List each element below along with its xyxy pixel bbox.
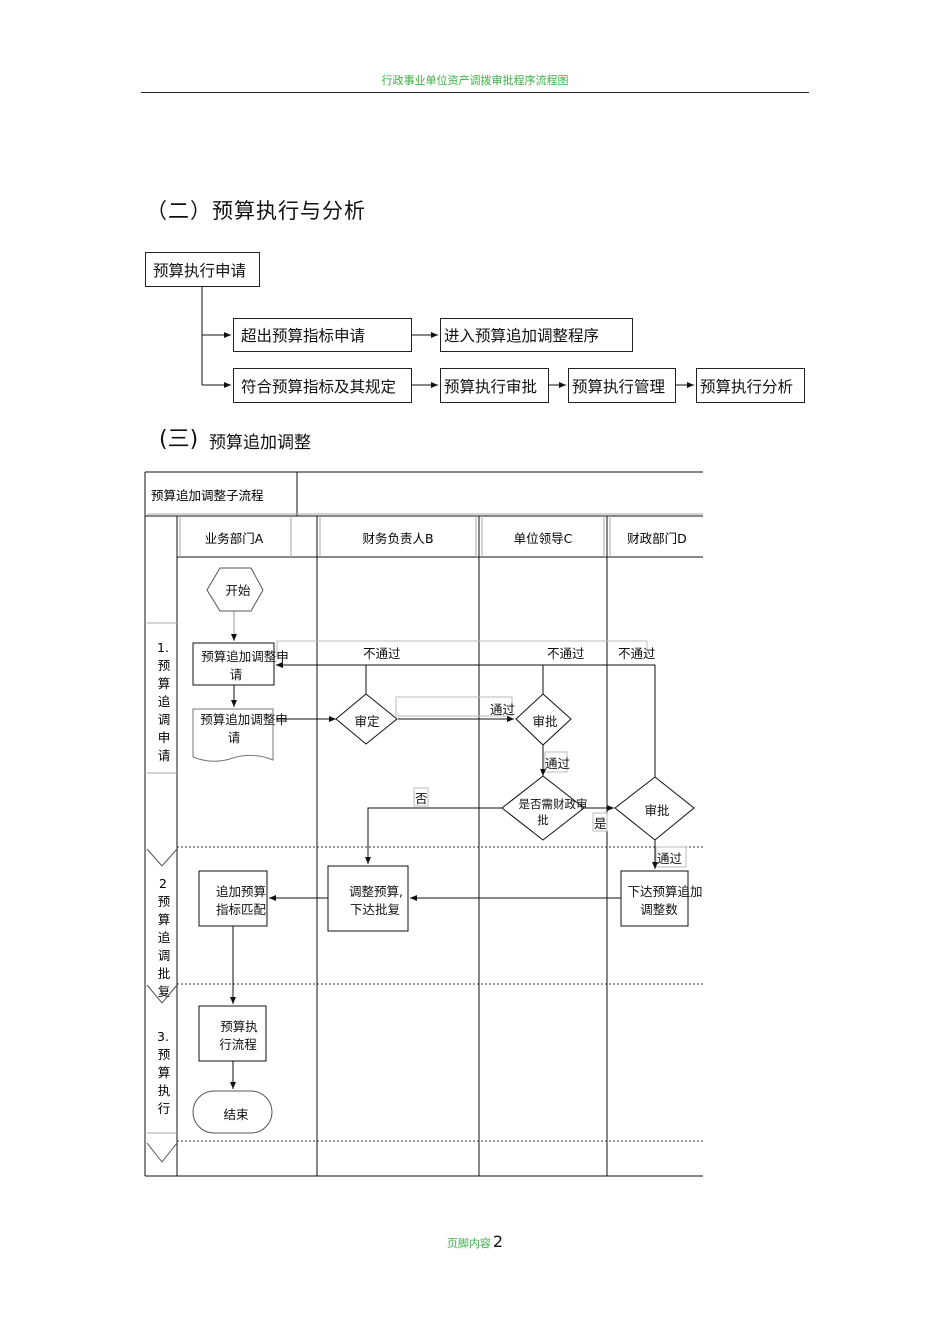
exec-label: 行流程 [219, 1037, 257, 1052]
section3-title: 预算追加调整 [209, 433, 311, 453]
lane-d-header: 财政部门D [627, 531, 687, 546]
adjust-node [327, 865, 409, 932]
phase3-char: 执 [158, 1083, 171, 1098]
phase3-char: 预 [158, 1047, 171, 1062]
phase1-char: 算 [158, 676, 171, 691]
phase2-char: 批 [158, 966, 171, 981]
exec-node [198, 1005, 267, 1062]
exec-label: 预算执 [220, 1019, 258, 1034]
review-decision [335, 693, 398, 745]
footer-text: 页脚内容 [446, 1237, 491, 1250]
start-node [206, 567, 264, 612]
end-node [192, 1090, 273, 1134]
section2-connectors [201, 287, 694, 388]
page-header: 行政事业单位资产调拨审批程序流程图 [381, 74, 569, 87]
phase2-char: 调 [158, 948, 171, 963]
box-exec-analysis: 预算执行分析 [696, 368, 805, 403]
adjust-label: 调整预算, [349, 884, 403, 899]
edge-label-no: 否 [415, 791, 428, 806]
issue-label: 下达预算追加 [627, 884, 702, 899]
apply-node [192, 642, 275, 686]
box-exec-audit: 预算执行审批 [440, 368, 549, 403]
edge-label-pass: 通过 [657, 851, 683, 866]
box-exec-manage: 预算执行管理 [568, 368, 676, 403]
phase1-char: 调 [158, 712, 171, 727]
lane-a-header: 业务部门A [205, 531, 264, 546]
need-finance-decision [501, 775, 585, 841]
phase1-char: 申 [158, 730, 171, 745]
phase3-char: 行 [158, 1101, 171, 1116]
phase1-char: 请 [158, 748, 171, 763]
edge-label-fail: 不通过 [618, 646, 656, 661]
need-label: 批 [537, 813, 549, 827]
apply-label: 预算追加调整申 [201, 649, 289, 664]
edge-label-pass: 通过 [490, 702, 516, 717]
match-label: 追加预算 [216, 884, 266, 899]
phase2-char: 追 [158, 930, 171, 945]
box-conform-budget: 符合预算指标及其规定 [233, 368, 412, 403]
apply-label: 请 [230, 667, 243, 682]
review-label: 审定 [354, 714, 379, 729]
lane-c-header: 单位领导C [514, 531, 573, 546]
need-label: 是否需财政审 [519, 797, 588, 811]
match-node [198, 870, 268, 927]
phase3-char: 算 [158, 1065, 171, 1080]
phase2-char: 2 [159, 876, 167, 891]
approve-c-decision [515, 693, 572, 746]
issue-node [620, 870, 689, 927]
match-label: 指标匹配 [216, 902, 267, 917]
phase2-char: 预 [158, 894, 171, 909]
box-over-budget-apply: 超出预算指标申请 [233, 318, 412, 352]
edge-label-pass: 通过 [545, 756, 571, 771]
section3-prefix: (三) [159, 427, 199, 452]
edge-label-fail: 不通过 [547, 646, 585, 661]
phase3-char: 3. [157, 1029, 169, 1044]
approve-c-label: 审批 [532, 714, 557, 729]
box-enter-adjust: 进入预算追加调整程序 [440, 318, 633, 352]
doc-label: 预算追加调整申 [200, 712, 288, 727]
apply-doc-node [192, 708, 274, 762]
edge-label-yes: 是 [594, 816, 607, 831]
edge-label-fail: 不通过 [363, 646, 401, 661]
swimlane-title: 预算追加调整子流程 [151, 488, 264, 503]
lane-b-header: 财务负责人B [362, 531, 433, 546]
phase1-char: 追 [158, 694, 171, 709]
start-label: 开始 [225, 583, 251, 598]
phase1-char: 预 [158, 658, 171, 673]
phase2-char: 算 [158, 912, 171, 927]
issue-label: 调整数 [640, 902, 678, 917]
box-budget-exec-apply: 预算执行申请 [145, 252, 260, 287]
approve-d-label: 审批 [644, 803, 669, 818]
section2-title: （二）预算执行与分析 [146, 199, 366, 223]
swimlane-frame [144, 471, 703, 1177]
page-number: 2 [492, 1232, 504, 1251]
adjust-label: 下达批复 [350, 902, 401, 917]
doc-label: 请 [228, 730, 241, 745]
end-label: 结束 [223, 1107, 249, 1122]
header-rule [141, 92, 809, 93]
phase1-char: 1. [157, 640, 169, 655]
approve-d-decision [614, 776, 695, 841]
phase2-char: 复 [158, 984, 171, 999]
